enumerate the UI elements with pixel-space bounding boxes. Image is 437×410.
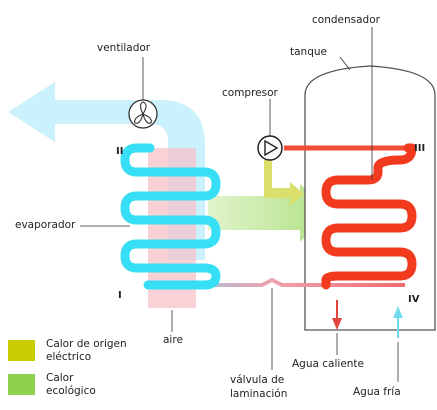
compressor-icon: [264, 139, 279, 157]
legend-swatch-electric: [8, 340, 35, 361]
tank: [304, 65, 436, 331]
leader-tanque: [339, 56, 351, 71]
label-tanque: tanque: [290, 46, 327, 58]
legend-swatch-ecological: [8, 374, 35, 395]
cold-water-arrow: [393, 306, 403, 338]
label-agua-fria: Agua fría: [353, 386, 401, 398]
label-condensador: condensador: [312, 14, 381, 26]
electric-heat-arrow: [264, 160, 304, 206]
evaporator-coil: [120, 143, 221, 290]
legend-electric-line1: Calor de origen: [46, 338, 127, 350]
label-valvula-line1: válvula de: [230, 374, 284, 386]
label-aire: aire: [163, 334, 183, 346]
compressor: [257, 135, 283, 161]
label-evaporador: evaporador: [15, 219, 76, 231]
ecological-heat-arrow: [208, 184, 330, 242]
legend-ecological-line1: Calor: [46, 372, 74, 384]
label-ventilador: ventilador: [97, 42, 151, 54]
point-iv: IV: [408, 294, 420, 305]
point-ii: II: [116, 146, 123, 157]
point-i: I: [118, 290, 122, 301]
legend-electric-line2: eléctrico: [46, 351, 91, 363]
label-agua-caliente: Agua caliente: [292, 358, 364, 370]
point-iii: III: [414, 143, 425, 154]
fan-icon: [134, 101, 152, 124]
label-compresor: compresor: [222, 87, 279, 99]
label-valvula-line2: laminación: [230, 388, 287, 400]
condenser-coil: [321, 143, 417, 290]
hot-water-arrow: [332, 300, 342, 330]
legend-ecological-line2: ecológico: [46, 385, 96, 397]
